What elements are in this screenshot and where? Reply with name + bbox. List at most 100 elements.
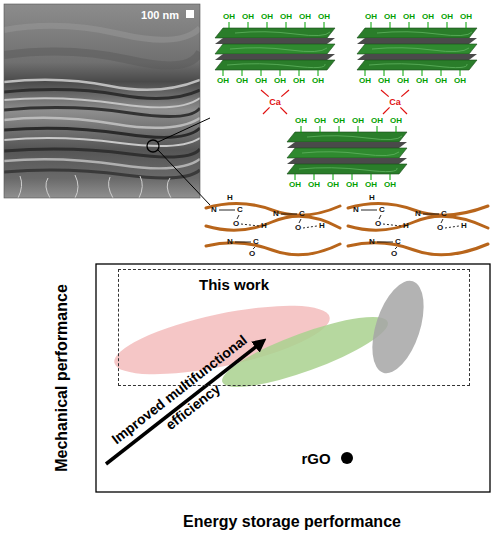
atom-label: C (441, 210, 447, 218)
atom-label: N (369, 238, 375, 246)
hydroxyl-bond (396, 126, 397, 133)
sem-layer (4, 118, 200, 128)
atom-label: O (437, 224, 443, 232)
sem-layer (4, 149, 200, 157)
region-label: This work (199, 276, 269, 293)
hydroxyl-bond (441, 70, 442, 76)
coordination-bond (261, 90, 269, 97)
hydroxyl-label: OH (390, 117, 402, 125)
hydroxyl-bond (358, 126, 359, 133)
hydroxyl-bond (305, 22, 306, 29)
hydroxyl-label: OH (255, 77, 267, 85)
hydroxyl-label: OH (441, 13, 453, 21)
hydroxyl-label: OH (359, 77, 371, 85)
coordination-bond (281, 90, 289, 97)
coordination-bond (280, 107, 287, 114)
coordination-bond (400, 107, 407, 114)
hydroxyl-bond (318, 70, 319, 76)
coordination-bond (381, 90, 389, 97)
sem-layer (4, 80, 200, 90)
atom-label: O (233, 220, 239, 228)
hydroxyl-label: OH (223, 13, 235, 21)
coordination-bond (401, 90, 409, 97)
hydroxyl-bond (377, 126, 378, 133)
sem-image (4, 4, 200, 198)
atom-label: H (369, 194, 375, 202)
calcium-ion-label: Ca (269, 98, 281, 107)
chemical-bond (237, 215, 239, 219)
hydroxyl-bond (280, 70, 281, 76)
hydroxyl-label: OH (295, 117, 307, 125)
chemical-bond (395, 247, 397, 249)
atom-label: H (261, 222, 267, 230)
hydroxyl-bond (371, 174, 372, 180)
atom-label: O (295, 224, 301, 232)
hydroxyl-label: OH (280, 13, 292, 21)
hydroxyl-label: OH (454, 77, 466, 85)
atom-label: H (403, 222, 409, 230)
hydroxyl-bond (295, 174, 296, 180)
scale-bar-label: 100 nm (141, 10, 179, 21)
hydroxyl-bond (301, 126, 302, 133)
hydroxyl-label: OH (416, 77, 428, 85)
dashed-region-box: This work (118, 269, 470, 386)
atom-label: O (249, 250, 255, 258)
hydroxyl-bond (223, 70, 224, 76)
zoom-circle (147, 140, 159, 152)
atom-label: N (353, 206, 359, 214)
axis-title: Mechanical performance (54, 284, 70, 472)
chemical-bond (441, 219, 443, 223)
hydroxyl-label: OH (274, 77, 286, 85)
chemical-bond (377, 242, 393, 243)
sem-layer (4, 170, 200, 178)
sem-layer (4, 98, 200, 107)
atom-label: H (319, 222, 325, 230)
hydroxyl-label: OH (422, 13, 434, 21)
graphene-stack (357, 28, 477, 70)
sem-layer (4, 90, 200, 99)
sem-fibers (18, 175, 171, 198)
hydroxyl-label: OH (397, 77, 409, 85)
hydroxyl-label: OH (403, 13, 415, 21)
hydroxyl-label: OH (318, 13, 330, 21)
zoom-line (158, 150, 210, 205)
polymer-chain (206, 203, 340, 215)
chemical-bond (281, 214, 297, 215)
hydroxyl-label: OH (236, 77, 248, 85)
hydroxyl-bond (403, 70, 404, 76)
hydroxyl-bond (390, 22, 391, 29)
hydroxyl-bond (352, 174, 353, 180)
hydroxyl-label: OH (384, 13, 396, 21)
hydroxyl-bond (267, 22, 268, 29)
hydroxyl-bond (422, 70, 423, 76)
sem-frame (4, 4, 200, 198)
atom-label: C (379, 206, 385, 214)
chemical-bond (379, 215, 381, 219)
hydroxyl-bond (371, 22, 372, 29)
coordination-bond (383, 107, 390, 114)
polymer-chain (206, 216, 340, 230)
hydroxyl-bond (447, 22, 448, 29)
hydroxyl-label: OH (314, 117, 326, 125)
calcium-ion-label: Ca (389, 98, 401, 107)
sem-layer (4, 138, 200, 146)
hydroxyl-label: OH (365, 13, 377, 21)
polymer-chain (206, 243, 340, 255)
atom-label: N (273, 210, 279, 218)
atom-label: C (253, 238, 259, 246)
hydroxyl-label: OH (242, 13, 254, 21)
scale-bar (186, 10, 194, 18)
zoom-line (158, 118, 210, 142)
hydroxyl-label: OH (261, 13, 273, 21)
atom-label: O (375, 220, 381, 228)
hydroxyl-bond (242, 70, 243, 76)
hydroxyl-bond (460, 70, 461, 76)
hydroxyl-label: OH (327, 181, 339, 189)
chemical-bond (445, 226, 459, 228)
hydroxyl-bond (409, 22, 410, 29)
hydroxyl-bond (324, 22, 325, 29)
chemical-bond (361, 210, 377, 211)
coordination-bond (263, 107, 270, 114)
chart-frame (96, 264, 490, 492)
hydroxyl-label: OH (312, 77, 324, 85)
